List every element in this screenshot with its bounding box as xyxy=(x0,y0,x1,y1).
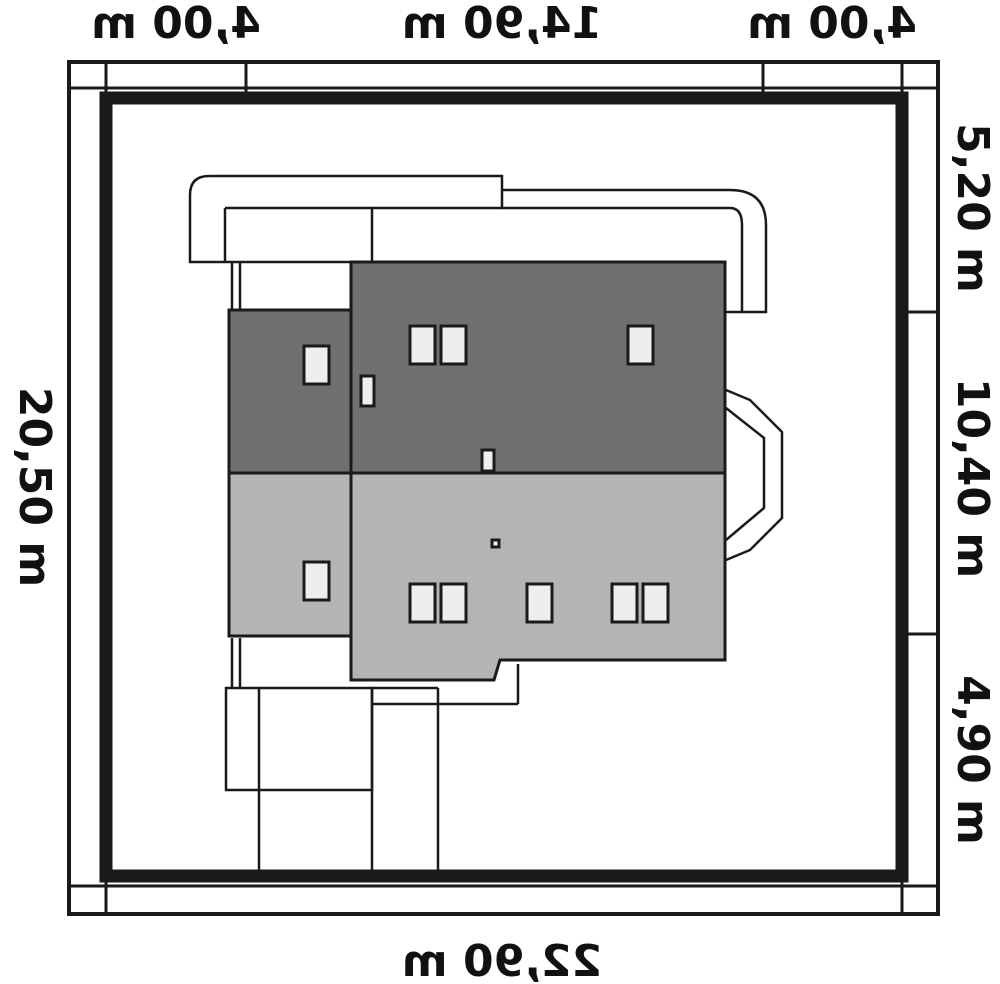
skylights xyxy=(302,324,670,624)
skylight xyxy=(408,582,437,624)
dim-top-right: 4,00 m xyxy=(747,0,917,49)
skylight xyxy=(641,582,670,624)
dim-right-top: 5,20 m xyxy=(947,123,998,293)
dimension-labels: 4,00 m 14,90 m 4,00 m 22,90 m 20,50 m 5,… xyxy=(9,0,998,984)
skylight xyxy=(359,374,376,408)
dim-bottom: 22,90 m xyxy=(402,936,602,984)
dim-left: 20,50 m xyxy=(9,387,60,587)
roof-dark-planes xyxy=(227,260,727,475)
dim-top-left: 4,00 m xyxy=(91,0,261,49)
skylight xyxy=(480,448,496,473)
skylight xyxy=(439,582,468,624)
dim-right-bottom: 4,90 m xyxy=(947,675,998,845)
skylight xyxy=(408,324,437,366)
roof-light-planes xyxy=(227,471,727,682)
dim-right-middle: 10,40 m xyxy=(947,378,998,578)
skylight xyxy=(439,324,468,366)
skylight xyxy=(302,344,331,386)
dim-top-center: 14,90 m xyxy=(402,0,602,49)
terrace-outlines xyxy=(188,174,784,870)
skylight xyxy=(626,324,655,366)
skylight xyxy=(490,538,501,549)
skylight xyxy=(610,582,639,624)
plot-boundary xyxy=(99,91,909,883)
skylight xyxy=(525,582,554,624)
skylight xyxy=(302,560,331,602)
